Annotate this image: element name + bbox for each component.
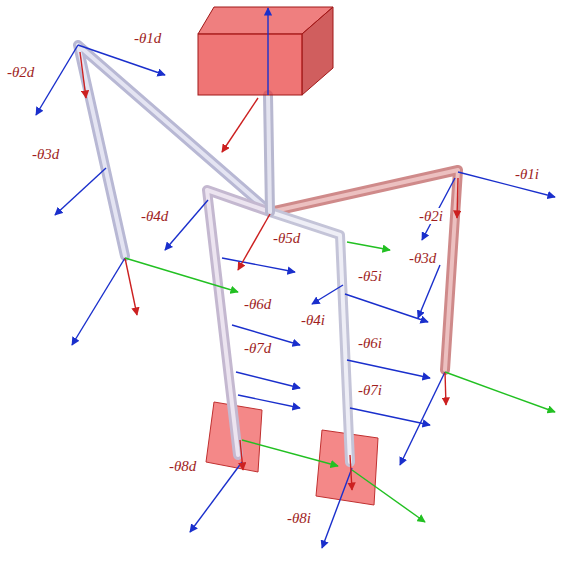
joint-angle-label: -θ1d bbox=[133, 30, 162, 46]
joint-angle-label: -θ6d bbox=[243, 296, 272, 312]
links bbox=[78, 45, 458, 462]
joint-angle-label: -θ7i bbox=[357, 382, 383, 398]
joint-angle-label: -θ2i bbox=[418, 208, 444, 224]
torso-box bbox=[198, 7, 333, 95]
joint-angle-label: -θ5d bbox=[272, 230, 301, 246]
joint-angle-label: -θ8i bbox=[286, 510, 312, 526]
x-axis-arrows bbox=[125, 242, 555, 522]
joint-angle-label: -θ5i bbox=[357, 268, 383, 284]
joint-angle-label: -θ2d bbox=[6, 64, 35, 80]
joint-angle-label: -θ3d bbox=[408, 250, 437, 266]
joint-angle-label: -θ7d bbox=[243, 340, 272, 356]
z-axis-arrows bbox=[80, 52, 458, 490]
axis-arrows bbox=[36, 8, 555, 548]
joint-angle-label: -θ1i bbox=[514, 166, 540, 182]
joint-angle-label: -θ6i bbox=[357, 335, 383, 351]
joint-angle-label: -θ3d bbox=[31, 146, 60, 162]
joint-angle-label: -θ4i bbox=[300, 312, 326, 328]
joint-angle-label: -θ8d bbox=[168, 458, 197, 474]
joint-angle-label: -θ4d bbox=[140, 208, 169, 224]
